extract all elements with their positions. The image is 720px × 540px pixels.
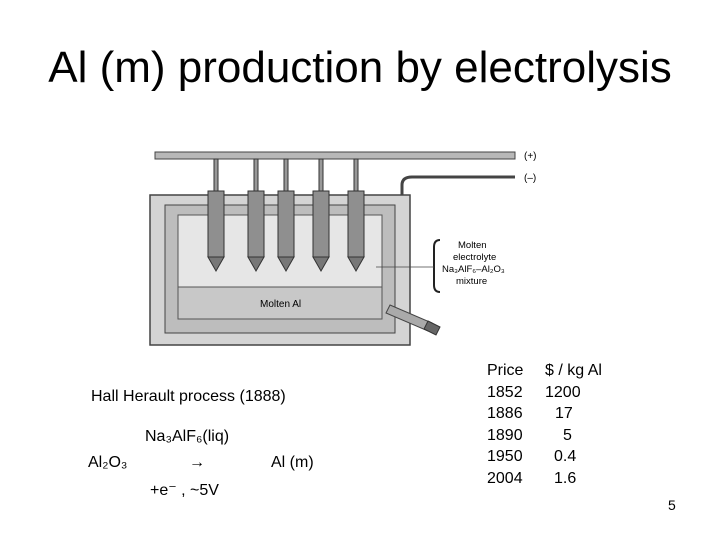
reaction-equation: Na₃AlF₆(liq) Al₂O₃ → Al (m) +e⁻ , ~5V [88,428,348,508]
price-year: 1890 [487,426,523,444]
tap-pipe [385,304,441,336]
reaction-reactant: Al₂O₃ [88,454,128,471]
anode-rods [207,158,365,273]
electrolyte-label-3: Na₃AlF₆–Al₂O₃ [442,264,505,275]
price-value: 0.4 [554,448,577,465]
price-year: 1886 [487,405,523,422]
price-year: 1950 [487,448,523,465]
price-year: 2004 [487,469,523,487]
price-row: 2004 1.6 [487,468,643,490]
electrolyte-label-4: mixture [456,276,487,287]
price-row: 1886 17 [487,403,643,425]
price-header-year: Price [487,362,524,379]
price-value: 5 [563,426,572,444]
reaction-conditions: +e⁻ , ~5V [150,482,219,499]
price-value: 1200 [545,383,581,401]
price-row: 1852 1200 [487,382,643,404]
page-number: 5 [668,497,676,513]
anode-bus-bar [154,151,516,160]
price-table: Price $ / kg Al 1852 1200 1886 17 1890 5… [487,360,643,489]
electrolyte-label-2: electrolyte [453,252,496,263]
price-year: 1852 [487,383,523,401]
molten-al-label: Molten Al [260,299,301,310]
price-row: 1890 5 [487,425,643,447]
electrolyte-bracket [433,239,441,293]
reaction-arrow-icon: → [189,454,205,471]
electrolyte-label-1: Molten [458,240,487,251]
cathode-wire [400,175,515,200]
reaction-product: Al (m) [271,454,314,471]
plus-label: (+) [524,151,537,162]
process-name: Hall Herault process (1888) [91,388,286,405]
price-row: 1950 0.4 [487,446,643,468]
price-value: 1.6 [554,469,577,487]
minus-label: (–) [524,173,536,184]
slide-title: Al (m) production by electrolysis [48,43,672,92]
electrolysis-cell-diagram: (+) (–) Molten Al Molten electrolyte Na₃… [149,151,537,346]
price-header-value: $ / kg Al [545,362,602,379]
price-value: 17 [555,405,573,422]
molten-al-layer [177,286,383,320]
reaction-solvent: Na₃AlF₆(liq) [145,428,230,445]
price-table-header: Price $ / kg Al [487,360,643,382]
